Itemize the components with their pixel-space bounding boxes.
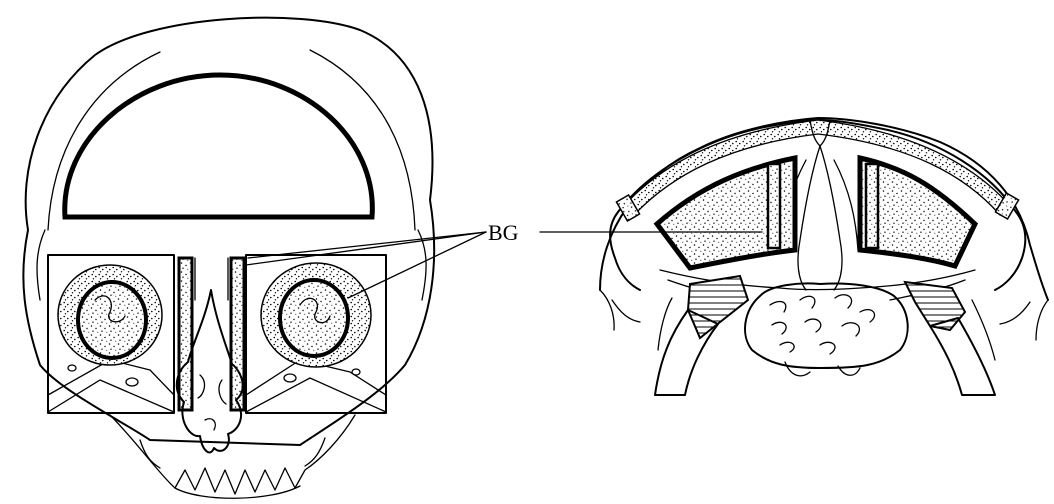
right-retractor [905, 282, 965, 330]
skull-outline [23, 18, 434, 445]
left-graft-strip [768, 164, 780, 248]
skull-frontal-view [23, 18, 434, 499]
scalp-arc [600, 118, 1048, 300]
brain-mass [745, 283, 908, 368]
frontal-bone-window [65, 75, 373, 217]
right-graft-strip [866, 164, 878, 248]
left-retractor [688, 276, 748, 338]
bg-label: BG [488, 220, 519, 245]
intraoperative-view [600, 118, 1048, 395]
left-nasal-strip [179, 258, 192, 410]
left-orbit-graft [78, 282, 146, 358]
skull-bone-band [622, 120, 1012, 215]
right-orbit-graft [280, 280, 348, 356]
